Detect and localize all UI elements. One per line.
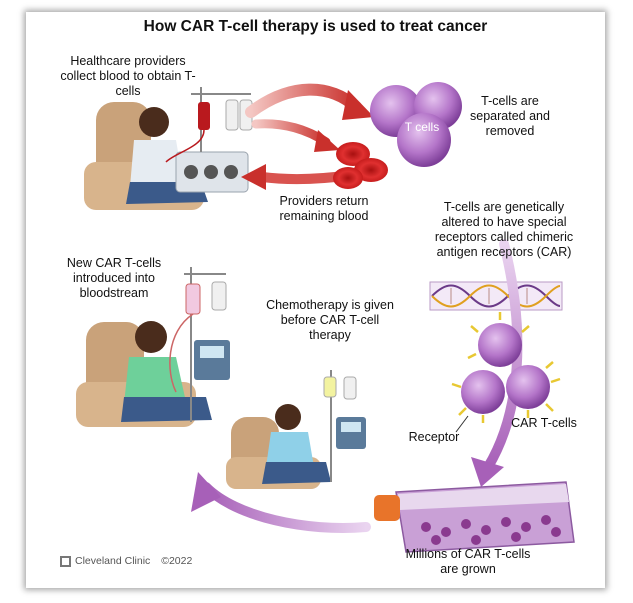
dna-strip	[429, 281, 563, 311]
diagram-title: How CAR T-cell therapy is used to treat …	[143, 18, 488, 35]
label-tcells-separated: T-cells are separated and removed	[470, 94, 550, 138]
label-chemotherapy: Chemotherapy is given before CAR T-cell …	[266, 298, 394, 342]
footer-year: ©2022	[161, 555, 193, 567]
label-receptor: Receptor	[408, 430, 460, 444]
diagram-illustration	[76, 82, 575, 553]
label-millions-grown: Millions of CAR T-cells are grown	[405, 547, 531, 576]
red-blood-cells	[333, 142, 388, 189]
label-return-blood: Providers return remaining blood	[279, 194, 369, 223]
patient-donation-scene	[84, 87, 253, 210]
label-genetically-altered: T-cells are genetically altered to have …	[434, 200, 574, 259]
receptor-pointer	[455, 415, 469, 433]
footer-brand: Cleveland Clinic	[75, 555, 151, 567]
footer-credit: Cleveland Clinic ©2022	[60, 555, 192, 567]
label-collect-blood: Healthcare providers collect blood to ob…	[60, 54, 196, 98]
tcells-cluster	[370, 82, 462, 167]
infusion-scene	[76, 267, 230, 427]
car-tcells-cluster	[451, 312, 561, 423]
collect-arrow	[245, 83, 374, 152]
grow-arrow	[471, 239, 523, 487]
label-tcells-inner: T cells	[404, 120, 440, 134]
label-new-car-tcells: New CAR T-cells introduced into bloodstr…	[66, 256, 162, 300]
infuse-arrow	[191, 472, 371, 533]
cleveland-clinic-logo-icon	[60, 555, 71, 567]
label-car-tcells: CAR T-cells	[511, 416, 577, 430]
chemo-scene	[226, 370, 366, 489]
diagram-frame: How CAR T-cell therapy is used to treat …	[26, 12, 605, 588]
culture-flask	[374, 481, 575, 553]
